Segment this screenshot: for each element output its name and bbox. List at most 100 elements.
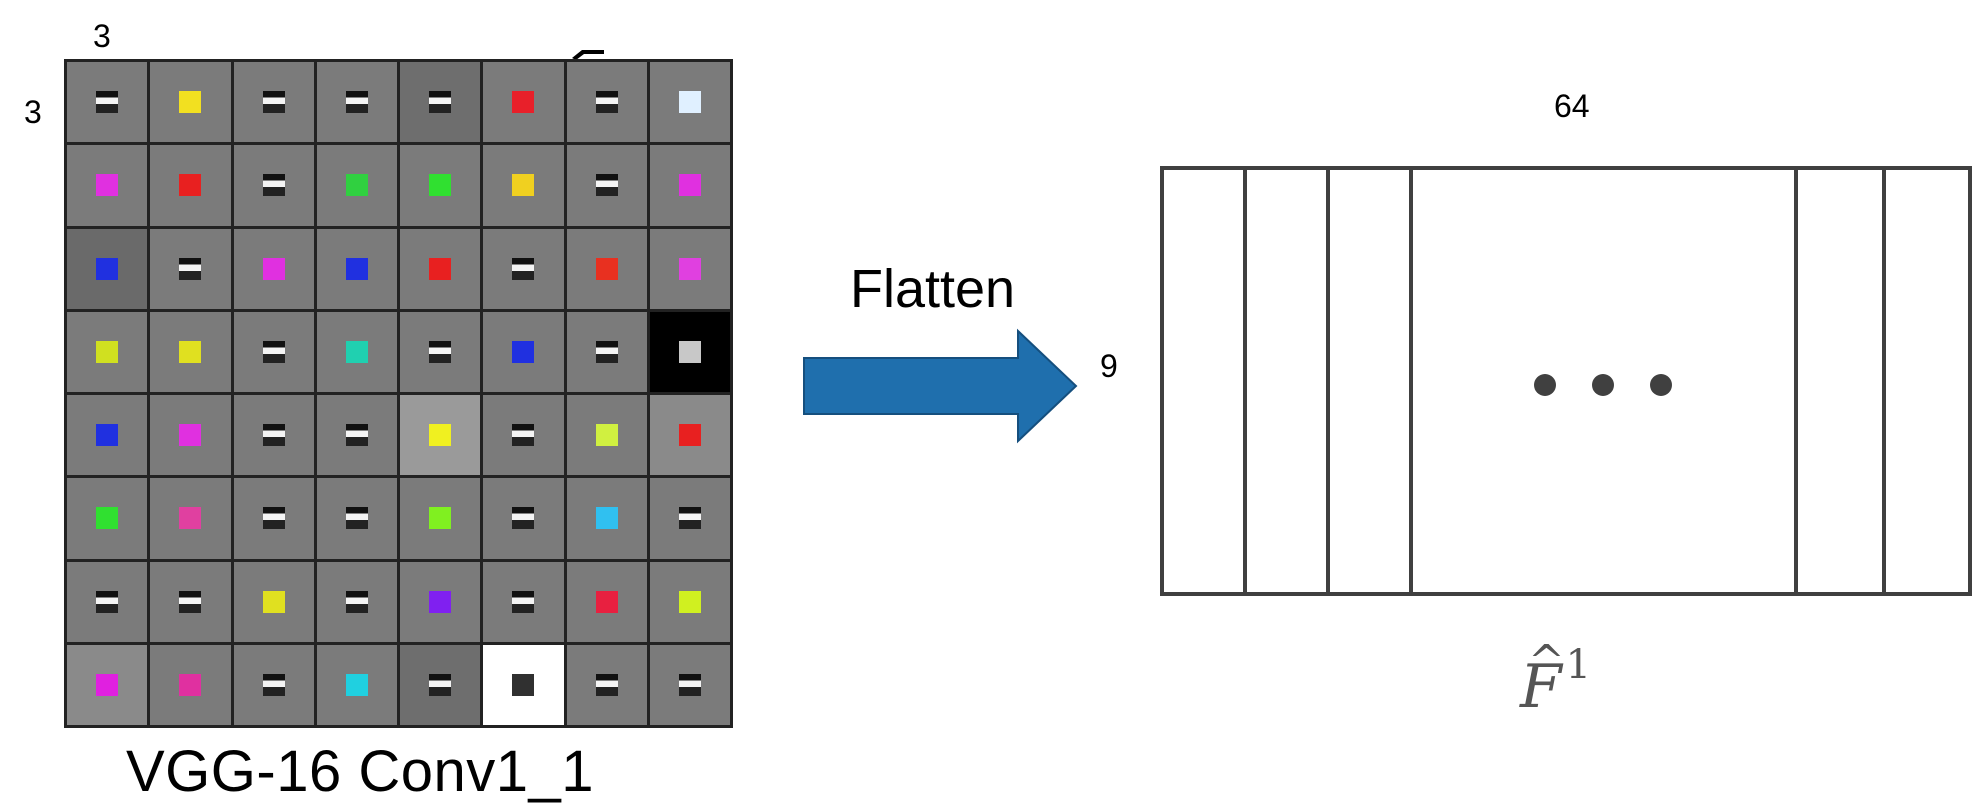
- kernel-thumbnail: [179, 257, 202, 280]
- kernel-thumbnail: [595, 673, 618, 696]
- filter-cell: [67, 478, 148, 559]
- filter-cell: [483, 644, 564, 725]
- filter-cell: [400, 311, 481, 392]
- filter-cell: [316, 145, 397, 226]
- tick-mark-icon: [572, 50, 604, 60]
- kernel-thumbnail: [512, 174, 535, 197]
- kernel-thumbnail: [678, 91, 701, 114]
- kernel-thumbnail: [429, 590, 452, 613]
- flattened-matrix: [1160, 166, 1972, 596]
- filter-cell: [67, 228, 148, 309]
- filter-cell: [150, 395, 231, 476]
- kernel-thumbnail: [595, 424, 618, 447]
- filter-cell: [649, 644, 730, 725]
- kernel-thumbnail: [678, 257, 701, 280]
- filter-cell: [67, 62, 148, 143]
- column-divider: [1326, 170, 1330, 592]
- ellipsis-dot: [1650, 374, 1672, 396]
- kernel-thumbnail: [678, 340, 701, 363]
- filter-cell: [67, 311, 148, 392]
- kernel-thumbnail: [595, 507, 618, 530]
- filter-cell: [649, 311, 730, 392]
- kernel-thumbnail: [345, 507, 368, 530]
- kernel-thumbnail: [512, 673, 535, 696]
- filter-cell: [483, 561, 564, 642]
- kernel-thumbnail: [96, 673, 119, 696]
- kernel-thumbnail: [262, 590, 285, 613]
- kernel-thumbnail: [678, 590, 701, 613]
- kernel-thumbnail: [429, 673, 452, 696]
- kernel-thumbnail: [429, 91, 452, 114]
- filter-cell: [566, 311, 647, 392]
- filter-cell: [233, 644, 314, 725]
- filter-cell: [150, 62, 231, 143]
- kernel-thumbnail: [262, 673, 285, 696]
- kernel-thumbnail: [345, 91, 368, 114]
- filter-cell: [233, 478, 314, 559]
- kernel-thumbnail: [429, 507, 452, 530]
- kernel-thumbnail: [345, 673, 368, 696]
- filter-cell: [566, 478, 647, 559]
- kernel-thumbnail: [678, 507, 701, 530]
- kernel-thumbnail: [345, 257, 368, 280]
- symbol-superscript: 1: [1565, 642, 1592, 688]
- filter-cell: [316, 228, 397, 309]
- filter-cell: [150, 478, 231, 559]
- kernel-thumbnail: [512, 91, 535, 114]
- filter-cell: [67, 561, 148, 642]
- kernel-thumbnail: [429, 257, 452, 280]
- filter-cell: [483, 228, 564, 309]
- kernel-thumbnail: [678, 174, 701, 197]
- kernel-thumbnail: [262, 257, 285, 280]
- filter-cell: [649, 228, 730, 309]
- rows-label: 9: [1100, 348, 1118, 384]
- kernel-thumbnail: [512, 590, 535, 613]
- kernel-thumbnail: [512, 340, 535, 363]
- filter-cell: [150, 644, 231, 725]
- filter-cell: [316, 478, 397, 559]
- kernel-thumbnail: [512, 257, 535, 280]
- flatten-arrow-icon: [803, 328, 1078, 444]
- columns-label: 64: [1554, 88, 1590, 124]
- filter-cell: [649, 561, 730, 642]
- kernel-thumbnail: [595, 340, 618, 363]
- symbol-hat: ^: [1528, 636, 1565, 687]
- filter-cell: [400, 395, 481, 476]
- kernel-thumbnail: [429, 424, 452, 447]
- flatten-label: Flatten: [850, 259, 1016, 319]
- kernel-thumbnail: [595, 91, 618, 114]
- filter-cell: [233, 62, 314, 143]
- kernel-thumbnail: [96, 590, 119, 613]
- kernel-thumbnail: [345, 174, 368, 197]
- kernel-thumbnail: [345, 590, 368, 613]
- kernel-thumbnail: [179, 673, 202, 696]
- filter-cell: [400, 561, 481, 642]
- filter-cell: [150, 561, 231, 642]
- filter-cell: [316, 311, 397, 392]
- kernel-thumbnail: [429, 174, 452, 197]
- kernel-thumbnail: [96, 507, 119, 530]
- column-divider: [1882, 170, 1886, 592]
- kernel-thumbnail: [96, 340, 119, 363]
- filter-cell: [483, 145, 564, 226]
- filter-cell: [566, 644, 647, 725]
- kernel-thumbnail: [96, 91, 119, 114]
- filter-cell: [483, 395, 564, 476]
- kernel-thumbnail: [262, 424, 285, 447]
- kernel-thumbnail: [262, 91, 285, 114]
- filter-cell: [649, 395, 730, 476]
- filter-cell: [233, 395, 314, 476]
- filter-cell: [483, 478, 564, 559]
- filter-cell: [483, 311, 564, 392]
- filter-cell: [566, 228, 647, 309]
- kernel-thumbnail: [179, 91, 202, 114]
- ellipsis-dot: [1592, 374, 1614, 396]
- filter-cell: [483, 62, 564, 143]
- filter-cell: [649, 478, 730, 559]
- filter-cell: [400, 228, 481, 309]
- column-divider: [1794, 170, 1798, 592]
- filter-cell: [566, 561, 647, 642]
- filter-cell: [233, 311, 314, 392]
- kernel-thumbnail: [179, 424, 202, 447]
